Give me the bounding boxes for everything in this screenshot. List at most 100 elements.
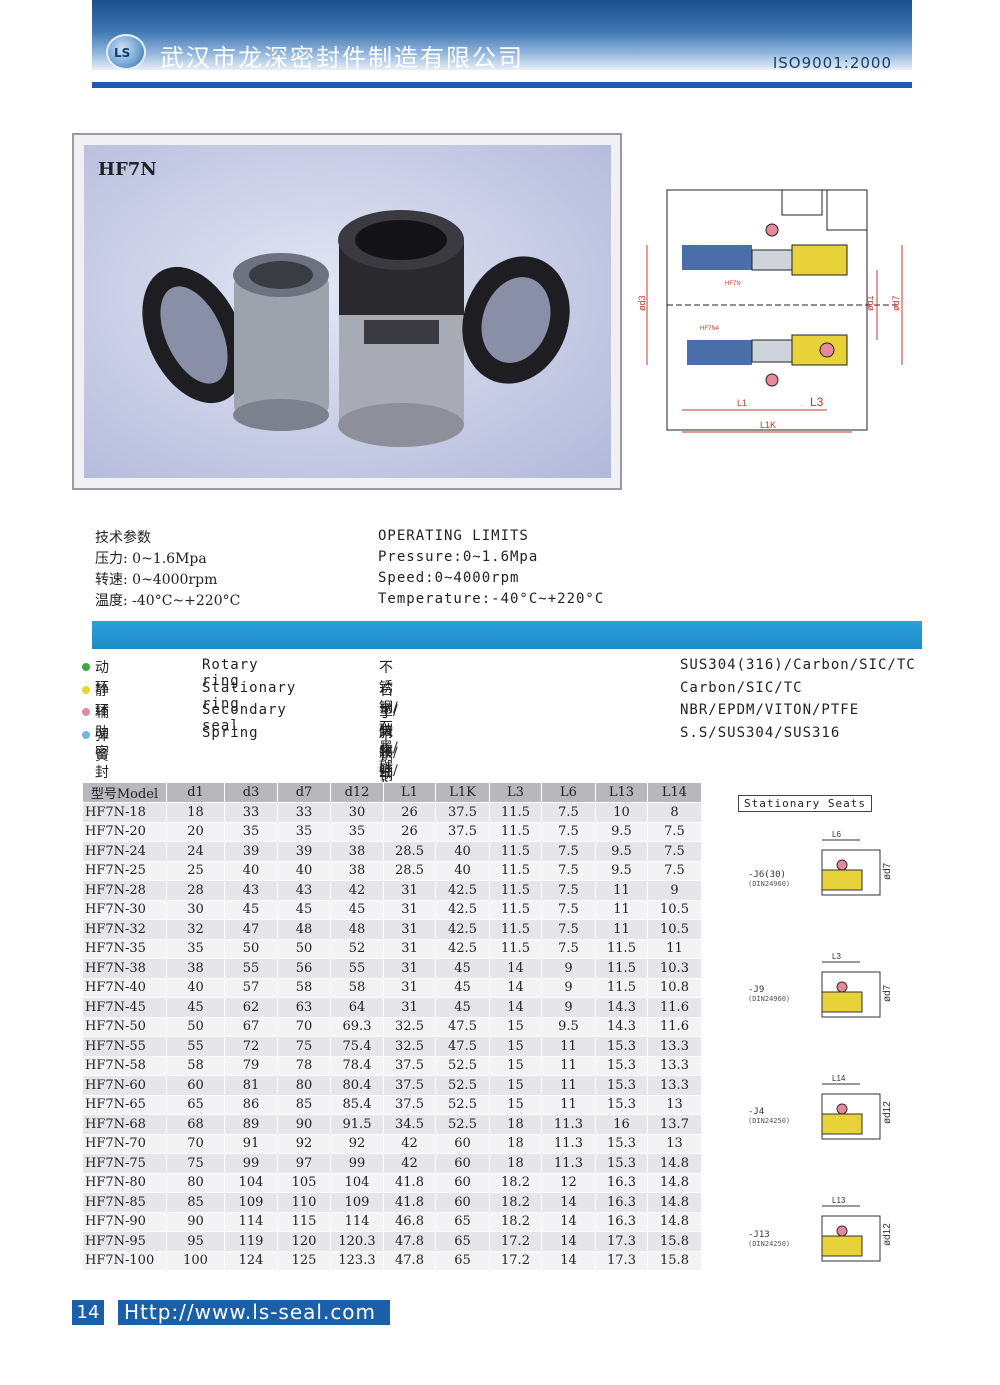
table-cell: 60: [435, 1172, 490, 1193]
seat-dim-label: L14: [832, 1074, 846, 1083]
table-cell: 48: [277, 919, 331, 940]
table-cell: 7.5: [647, 860, 702, 881]
table-cell: 125: [277, 1250, 331, 1271]
seat-dim-label: L6: [832, 830, 841, 839]
table-cell: 52.5: [435, 1055, 490, 1076]
table-cell: 75: [166, 1153, 225, 1174]
table-cell: 48: [330, 919, 384, 940]
table-cell: 114: [224, 1211, 278, 1232]
table-cell: 104: [330, 1172, 384, 1193]
table-cell: 7.5: [541, 841, 596, 862]
table-cell: 15: [489, 1094, 542, 1115]
table-cell: 14: [541, 1192, 596, 1213]
material-part-cn: 辅助密封: [95, 705, 109, 781]
table-cell: 99: [330, 1153, 384, 1174]
table-cell: 123.3: [330, 1250, 384, 1271]
table-cell: 18: [489, 1153, 542, 1174]
model-cell: HF7N-60: [82, 1075, 167, 1096]
table-cell: 31: [383, 958, 436, 979]
model-cell: HF7N-90: [82, 1211, 167, 1232]
specs-en-speed: Speed:0~4000rpm: [378, 570, 520, 586]
website-link[interactable]: Http://www.ls-seal.com: [118, 1300, 390, 1325]
table-cell: 99: [224, 1153, 278, 1174]
table-cell: 14: [489, 958, 542, 979]
seat-label: -J4(DIN24250): [748, 1107, 791, 1125]
table-cell: 56: [277, 958, 331, 979]
table-cell: 105: [277, 1172, 331, 1193]
table-cell: 42: [383, 1133, 436, 1154]
table-cell: 86: [224, 1094, 278, 1115]
table-header: d7: [277, 782, 331, 803]
table-cell: 65: [435, 1250, 490, 1271]
material-spec-en: SUS304(316)/Carbon/SIC/TC: [680, 657, 916, 673]
table-cell: 72: [224, 1036, 278, 1057]
table-cell: 65: [435, 1211, 490, 1232]
table-cell: 42.5: [435, 938, 490, 959]
table-cell: 50: [166, 1016, 225, 1037]
table-cell: 7.5: [647, 841, 702, 862]
table-cell: 11.3: [541, 1133, 596, 1154]
table-cell: 35: [166, 938, 225, 959]
model-cell: HF7N-20: [82, 821, 167, 842]
table-cell: 15.3: [595, 1036, 648, 1057]
table-cell: 34.5: [383, 1114, 436, 1135]
seat-side-label: ød12: [882, 1223, 893, 1246]
table-cell: 18.2: [489, 1172, 542, 1193]
material-spec-en: S.S/SUS304/SUS316: [680, 725, 841, 741]
table-cell: 18: [489, 1114, 542, 1135]
table-cell: 32.5: [383, 1016, 436, 1037]
table-cell: 15.8: [647, 1231, 702, 1252]
table-cell: 10.3: [647, 958, 702, 979]
table-cell: 42.5: [435, 899, 490, 920]
table-cell: 24: [166, 841, 225, 862]
table-cell: 62: [224, 997, 278, 1018]
table-header: d3: [224, 782, 278, 803]
material-part-en: Stationary ring: [202, 680, 297, 712]
table-cell: 37.5: [435, 821, 490, 842]
table-cell: 63: [277, 997, 331, 1018]
table-cell: 80: [166, 1172, 225, 1193]
table-cell: 14: [541, 1211, 596, 1232]
table-cell: 10.5: [647, 899, 702, 920]
table-cell: 91: [224, 1133, 278, 1154]
table-cell: 16: [595, 1114, 648, 1135]
table-cell: 97: [277, 1153, 331, 1174]
table-cell: 30: [166, 899, 225, 920]
dim-d3: ød3: [637, 295, 647, 311]
table-cell: 114: [330, 1211, 384, 1232]
table-cell: 11.6: [647, 1016, 702, 1037]
table-cell: 42: [330, 880, 384, 901]
table-cell: 7.5: [541, 860, 596, 881]
technical-drawing: ød3 ød1 ød7 L1 L3 L1K HF7N HF7N4: [637, 189, 903, 433]
material-spec-en: Carbon/SIC/TC: [680, 680, 803, 696]
table-cell: 30: [330, 802, 384, 823]
table-header: L1K: [435, 782, 490, 803]
dim-l1: L1: [737, 398, 747, 408]
table-cell: 47.5: [435, 1036, 490, 1057]
model-cell: HF7N-95: [82, 1231, 167, 1252]
model-cell: HF7N-85: [82, 1192, 167, 1213]
table-cell: 11.5: [489, 821, 542, 842]
table-cell: 55: [330, 958, 384, 979]
table-cell: 90: [277, 1114, 331, 1135]
table-cell: 104: [224, 1172, 278, 1193]
seat-side-label: ød7: [882, 984, 893, 1002]
specs-en-pressure: Pressure:0~1.6Mpa: [378, 549, 539, 565]
iso-cert: ISO9001:2000: [772, 54, 892, 72]
table-cell: 85: [277, 1094, 331, 1115]
model-cell: HF7N-45: [82, 997, 167, 1018]
table-cell: 47.8: [383, 1250, 436, 1271]
table-cell: 14.8: [647, 1211, 702, 1232]
table-cell: 41.8: [383, 1172, 436, 1193]
material-part-cn: 静环: [95, 683, 109, 719]
table-cell: 85.4: [330, 1094, 384, 1115]
table-cell: 60: [166, 1075, 225, 1096]
table-cell: 13: [647, 1094, 702, 1115]
model-cell: HF7N-65: [82, 1094, 167, 1115]
table-cell: 18: [489, 1133, 542, 1154]
